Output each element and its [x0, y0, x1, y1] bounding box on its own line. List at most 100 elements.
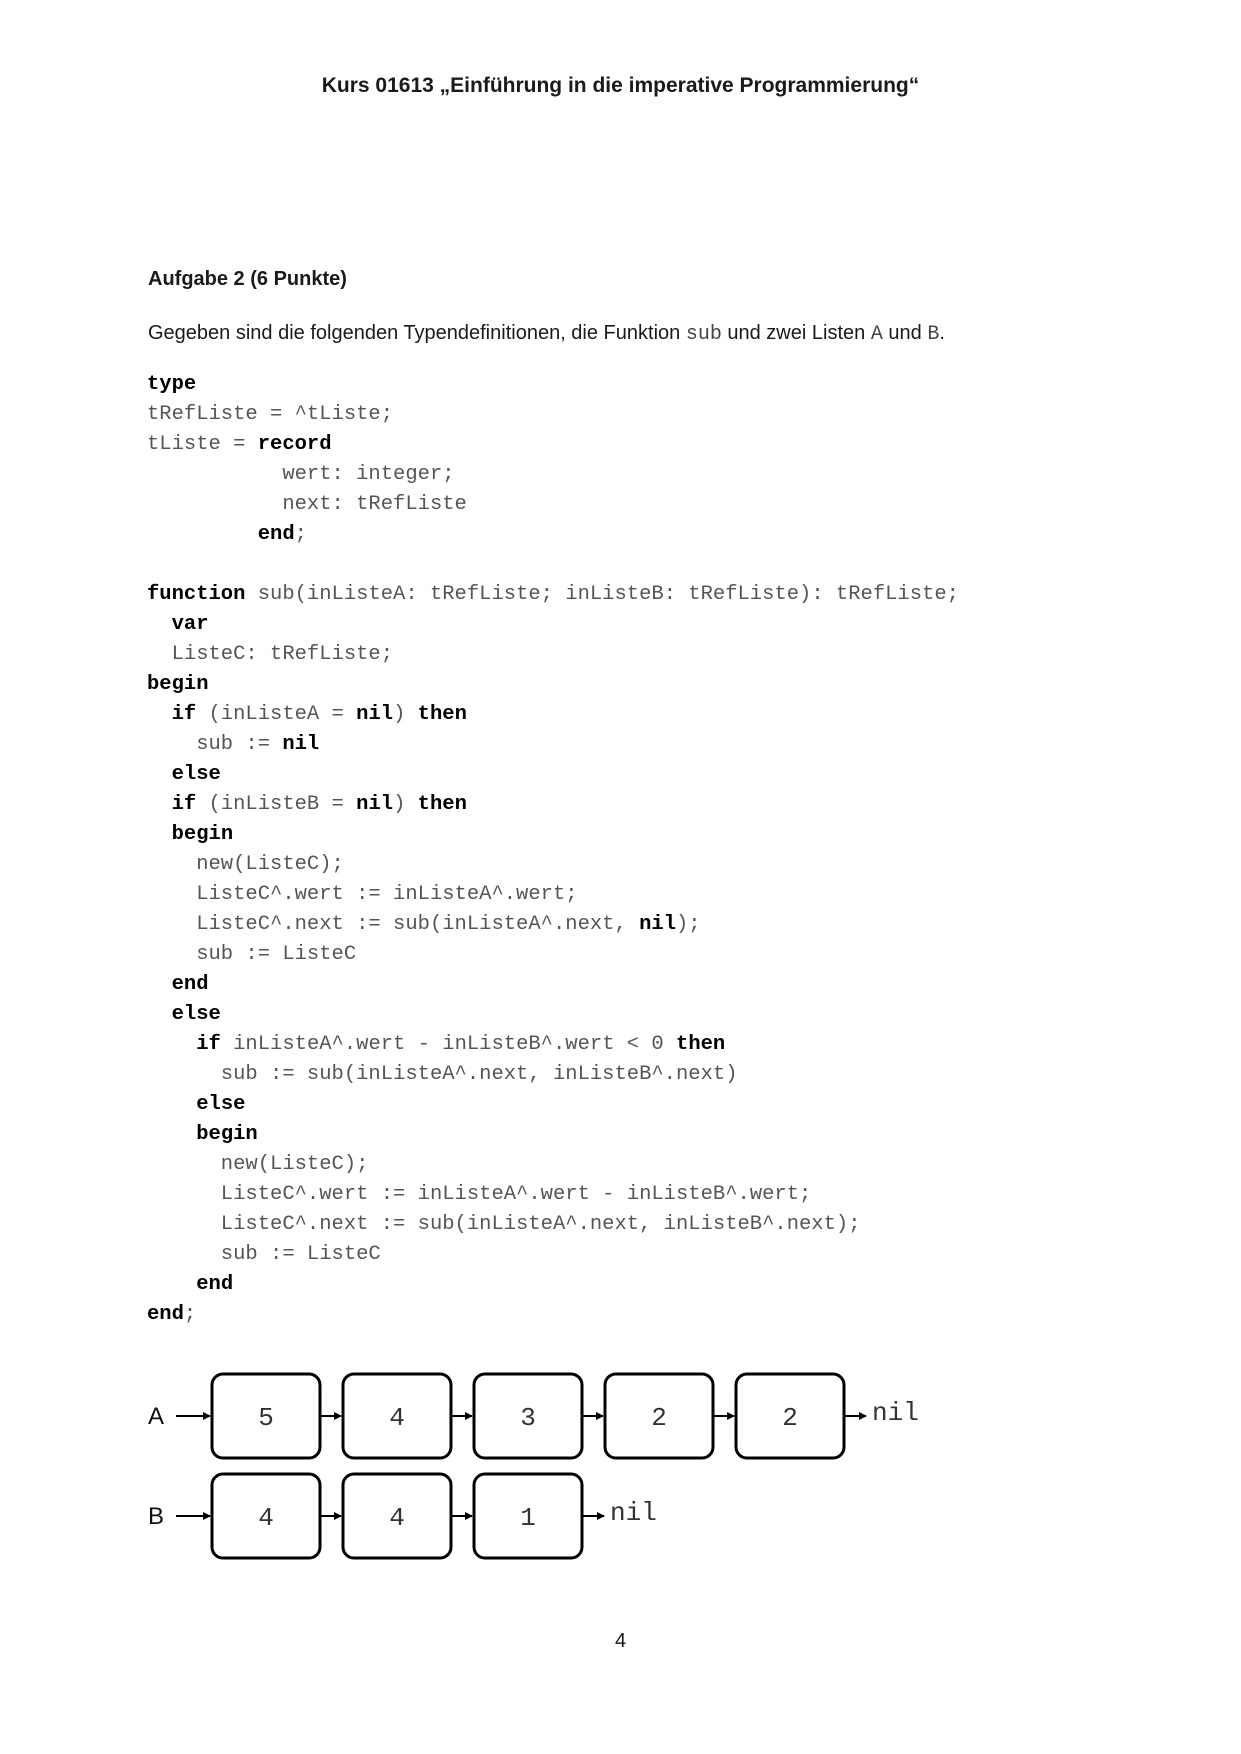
code-line: else: [147, 1000, 959, 1030]
code-keyword: then: [417, 793, 467, 816]
code-text: new(ListeC);: [147, 853, 344, 876]
code-line: if inListeA^.wert - inListeB^.wert < 0 t…: [147, 1030, 959, 1060]
code-text: next: tRefListe: [147, 493, 467, 516]
code-line: ListeC: tRefListe;: [147, 640, 959, 670]
code-text: wert: integer;: [147, 463, 455, 486]
code-line: begin: [147, 1120, 959, 1150]
code-keyword: then: [676, 1033, 726, 1056]
code-text: (inListeB =: [196, 793, 357, 816]
list-node-value: 5: [258, 1403, 274, 1433]
code-line: new(ListeC);: [147, 850, 959, 880]
code-line: sub := ListeC: [147, 1240, 959, 1270]
list-label: B: [148, 1503, 164, 1530]
code-keyword: else: [196, 1093, 246, 1116]
task-intro: Gegeben sind die folgenden Typendefiniti…: [148, 322, 945, 346]
list-label: A: [148, 1403, 164, 1430]
code-line: new(ListeC);: [147, 1150, 959, 1180]
list-node-value: 1: [520, 1503, 536, 1533]
code-text: ListeC: tRefListe;: [147, 643, 394, 666]
nil-terminator: nil: [872, 1398, 919, 1428]
code-line: sub := nil: [147, 730, 959, 760]
code-keyword: type: [147, 373, 197, 396]
list-node-value: 4: [389, 1403, 405, 1433]
code-text: [147, 763, 172, 786]
code-text: ListeC^.wert := inListeA^.wert;: [147, 883, 578, 906]
intro-text-3: und: [882, 322, 928, 344]
code-text: [147, 823, 172, 846]
code-keyword: then: [417, 703, 467, 726]
code-text: ListeC^.next := sub(inListeA^.next,: [147, 913, 640, 936]
code-line: var: [147, 610, 959, 640]
intro-text-2: und zwei Listen: [721, 322, 871, 344]
code-line: type: [147, 370, 959, 400]
code-line: begin: [147, 670, 959, 700]
list-node-value: 4: [258, 1503, 274, 1533]
code-keyword: end: [147, 1303, 184, 1326]
code-text: [147, 1273, 196, 1296]
code-line: ListeC^.wert := inListeA^.wert - inListe…: [147, 1180, 959, 1210]
task-title: Aufgabe 2 (6 Punkte): [148, 268, 347, 290]
code-text: [147, 703, 172, 726]
code-text: ): [393, 703, 418, 726]
code-text: sub := ListeC: [147, 1243, 381, 1266]
code-keyword: nil: [282, 733, 320, 756]
code-text: tListe =: [147, 433, 258, 456]
intro-code-a: A: [870, 323, 883, 346]
code-text: new(ListeC);: [147, 1153, 369, 1176]
code-text: inListeA^.wert - inListeB^.wert < 0: [220, 1033, 677, 1056]
code-line: ListeC^.next := sub(inListeA^.next, inLi…: [147, 1210, 959, 1240]
code-text: [147, 793, 172, 816]
list-node-value: 4: [389, 1503, 405, 1533]
code-text: ListeC^.next := sub(inListeA^.next, inLi…: [147, 1213, 861, 1236]
intro-code-sub: sub: [685, 323, 722, 346]
page-number: 4: [614, 1630, 627, 1652]
intro-code-b: B: [927, 323, 940, 346]
code-line: if (inListeA = nil) then: [147, 700, 959, 730]
code-text: ;: [294, 523, 307, 546]
code-text: ): [393, 793, 418, 816]
code-line: end;: [147, 520, 959, 550]
code-line: sub := ListeC: [147, 940, 959, 970]
code-text: (inListeA =: [196, 703, 357, 726]
code-keyword: record: [257, 433, 332, 456]
code-keyword: nil: [639, 913, 676, 936]
code-text: [147, 1123, 196, 1146]
code-keyword: function: [147, 583, 246, 606]
code-text: [147, 1093, 196, 1116]
list-node-value: 2: [651, 1403, 667, 1433]
code-keyword: else: [171, 1003, 221, 1026]
code-line: end;: [147, 1300, 959, 1330]
page-header: Kurs 01613 „Einführung in die imperative…: [321, 74, 920, 97]
list-node-value: 3: [520, 1403, 536, 1433]
code-text: [147, 973, 172, 996]
code-text: [147, 613, 172, 636]
code-text: [147, 1003, 172, 1026]
code-keyword: begin: [196, 1123, 258, 1146]
code-line: [147, 550, 959, 580]
code-keyword: end: [171, 973, 209, 996]
code-line: ListeC^.wert := inListeA^.wert;: [147, 880, 959, 910]
code-line: end: [147, 1270, 959, 1300]
code-line: wert: integer;: [147, 460, 959, 490]
code-line: end: [147, 970, 959, 1000]
code-line: function sub(inListeA: tRefListe; inList…: [147, 580, 959, 610]
code-line: if (inListeB = nil) then: [147, 790, 959, 820]
code-line: tListe = record: [147, 430, 959, 460]
code-text: sub(inListeA: tRefListe; inListeB: tRefL…: [245, 583, 959, 606]
code-text: ;: [183, 1303, 197, 1326]
code-keyword: nil: [356, 793, 394, 816]
code-text: sub := sub(inListeA^.next, inListeB^.nex…: [147, 1063, 738, 1086]
code-keyword: if: [171, 793, 197, 816]
nil-terminator: nil: [610, 1498, 657, 1528]
code-text: sub :=: [147, 733, 283, 756]
intro-text-1: Gegeben sind die folgenden Typendefiniti…: [148, 322, 686, 344]
code-keyword: if: [196, 1033, 221, 1056]
code-keyword: begin: [147, 673, 209, 696]
code-line: ListeC^.next := sub(inListeA^.next, nil)…: [147, 910, 959, 940]
code-keyword: else: [171, 763, 221, 786]
code-line: else: [147, 1090, 959, 1120]
intro-text-4: .: [939, 322, 945, 344]
code-keyword: if: [171, 703, 197, 726]
